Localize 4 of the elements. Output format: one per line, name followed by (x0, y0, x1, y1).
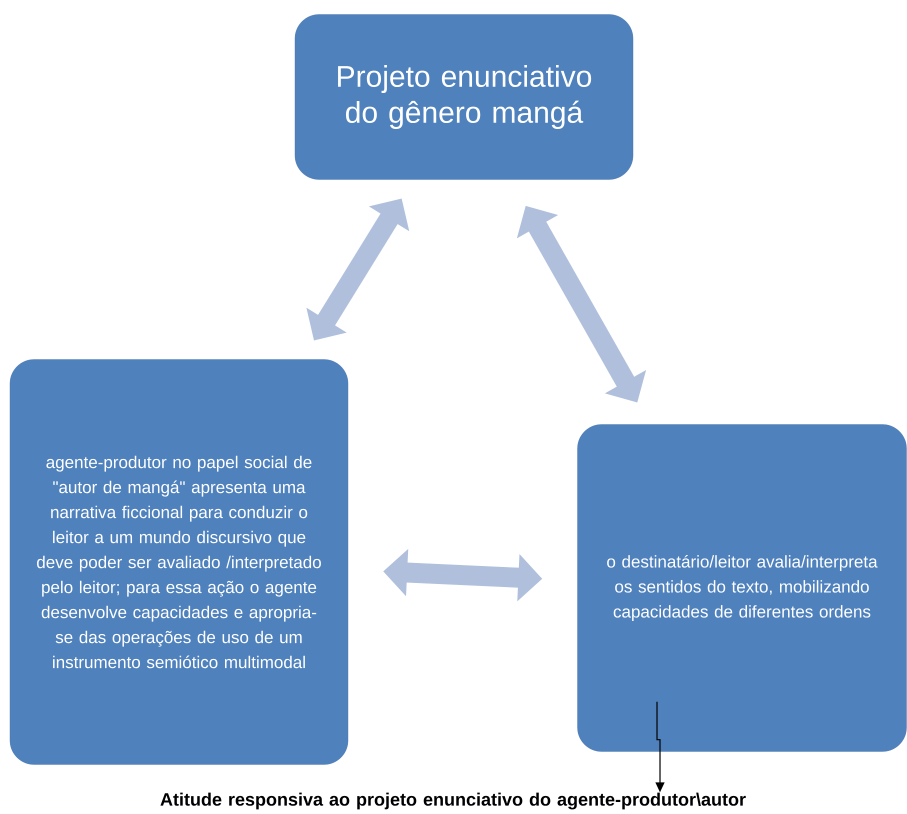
caption-text: Atitude responsiva ao projeto enunciativo do agente-produtor\autor (160, 792, 746, 810)
process-box: o destinatário/leitor avalia/interpreta os sentidos do texto, mobilizando capacidades de diferentes ordens (577, 424, 907, 752)
process-box: Projeto enunciativo do gênero mangá (294, 14, 634, 180)
process-box: agente-produtor no papel social de "autor de mangá" apresenta uma narrativa ficcional para conduzir o leitor a um mundo discursivo que deve poder ser avaliado /interpretado pelo leitor; para essa ação o agente desenvolve capacidades e apropria-se das operações de uso de um instrumento semiótico multimodal (10, 359, 348, 765)
